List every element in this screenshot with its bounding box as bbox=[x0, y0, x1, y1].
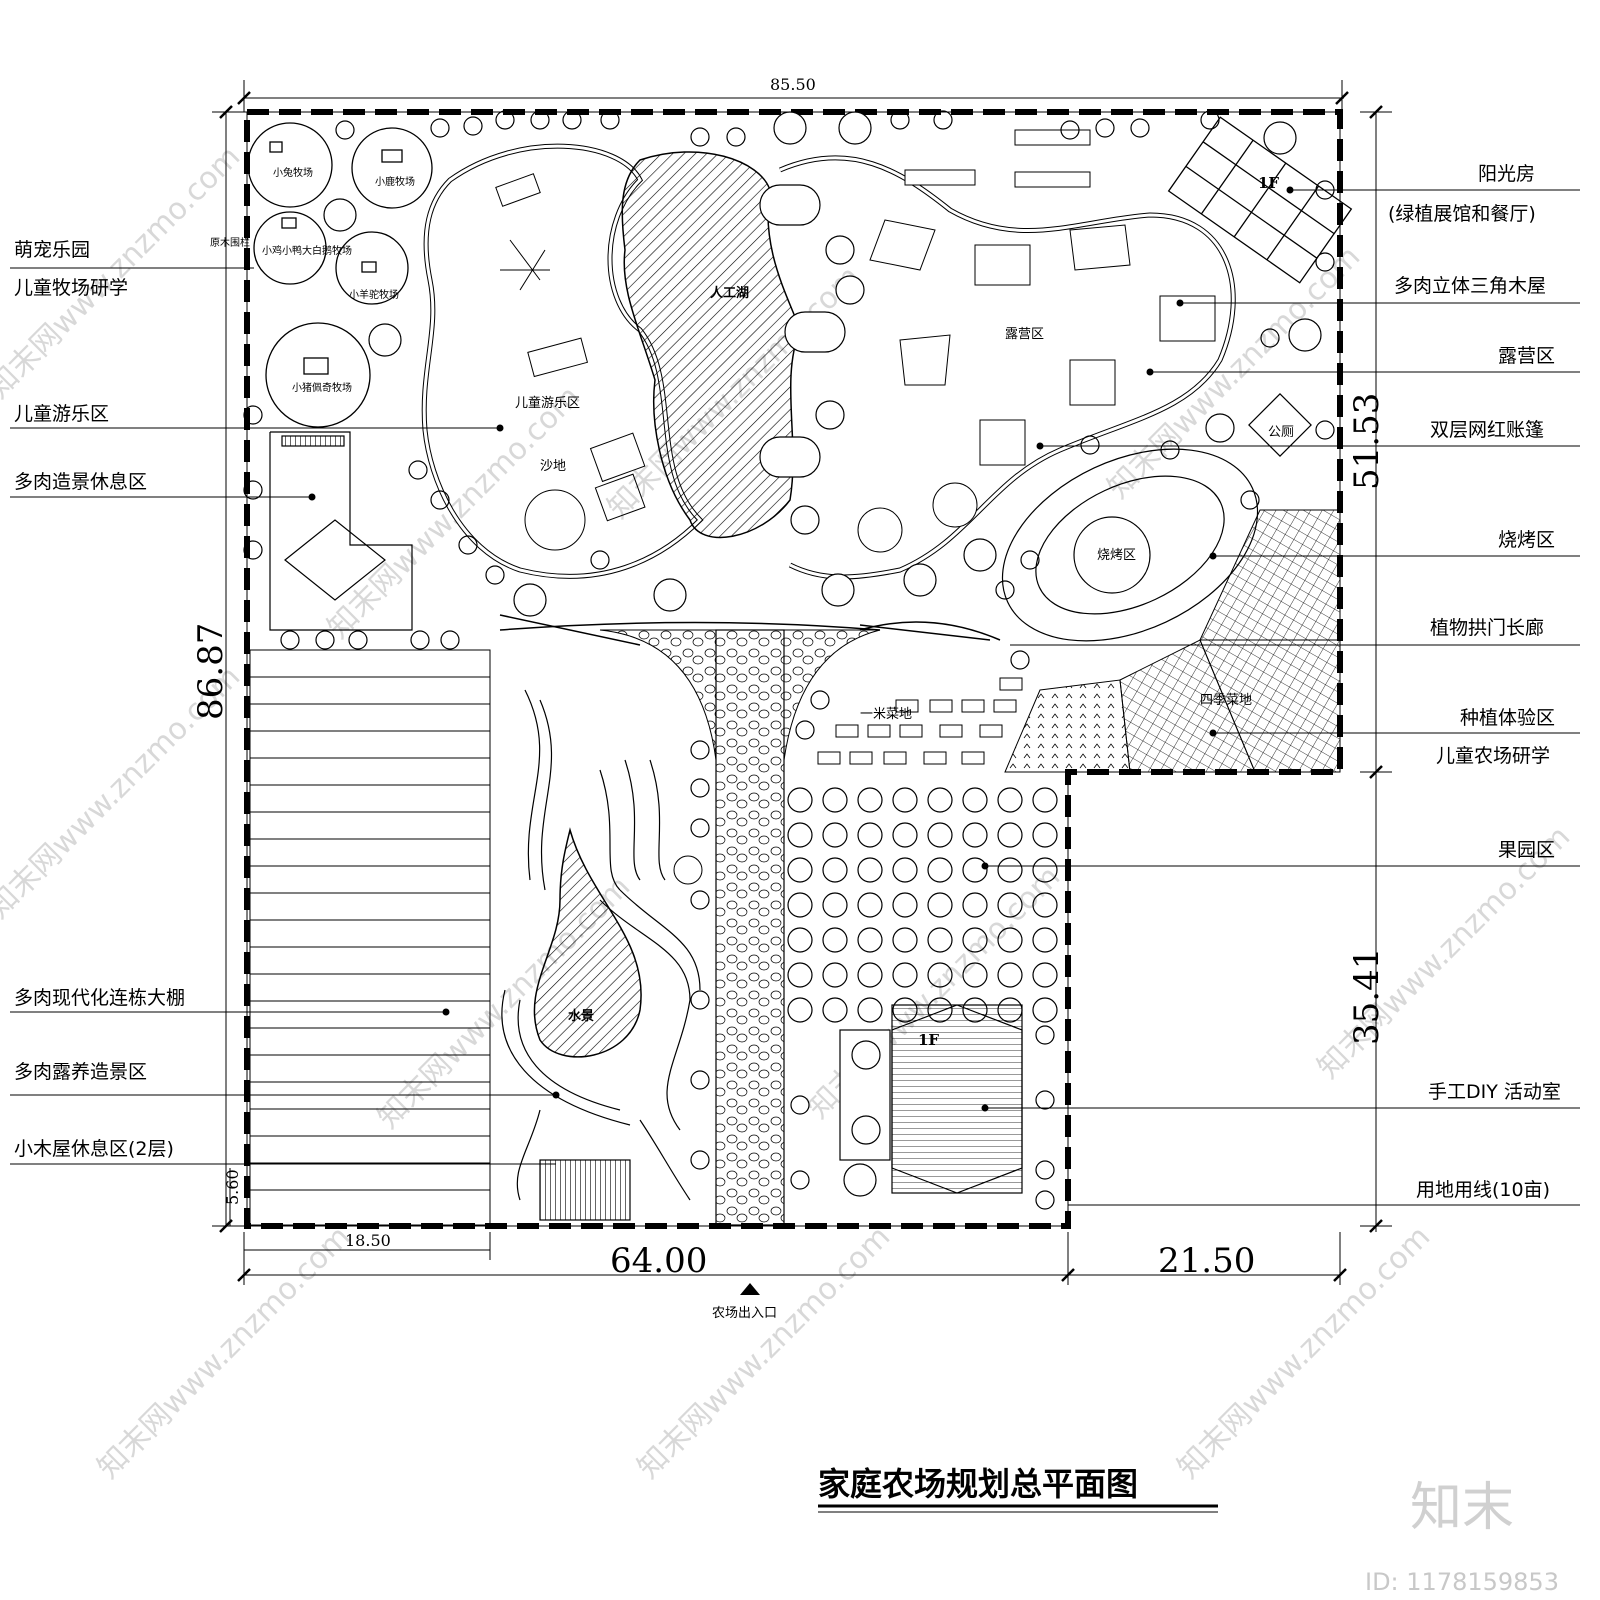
diy-activity-room bbox=[839, 1004, 1023, 1194]
plant-arch-corridor bbox=[499, 614, 1001, 646]
callout-diy: 手工DIY 活动室 bbox=[1428, 1081, 1561, 1103]
label-water-feature: 水景 bbox=[568, 1008, 594, 1024]
label-pig-pasture: 小猪佩奇牧场 bbox=[292, 381, 352, 394]
left-leader-dots bbox=[308, 424, 560, 1099]
callout-double-tent: 双层网红账篷 bbox=[1430, 419, 1544, 441]
dimension-lines bbox=[212, 80, 1392, 1285]
callout-bbq: 烧烤区 bbox=[1498, 529, 1555, 551]
label-fence: 原木围栏 bbox=[210, 236, 250, 249]
right-leader-lines bbox=[985, 189, 1580, 1206]
pasture-rabbit bbox=[247, 122, 333, 208]
callout-pet-park-1: 萌宠乐园 bbox=[14, 239, 90, 261]
pasture-deer bbox=[351, 127, 433, 209]
entrance-arrow-icon bbox=[740, 1283, 760, 1295]
play-equipment bbox=[495, 173, 646, 551]
callout-planting-2: 儿童农场研学 bbox=[1436, 745, 1550, 767]
pasture-chick bbox=[253, 211, 327, 285]
callout-succulent-rest: 多肉造景休息区 bbox=[14, 471, 147, 493]
label-chick-pasture: 小鸡小鸭大白鹅牧场 bbox=[262, 244, 352, 257]
label-sand: 沙地 bbox=[540, 459, 566, 474]
trees bbox=[243, 110, 1335, 1210]
label-camp-area: 露营区 bbox=[1005, 327, 1044, 342]
greenhouse-rows bbox=[249, 649, 491, 1226]
callout-cabin-rest: 小木屋休息区(2层) bbox=[14, 1138, 174, 1160]
label-alpaca-pasture: 小羊驼牧场 bbox=[349, 288, 399, 301]
pasture-alpaca bbox=[335, 231, 409, 305]
dim-left-height: 86.87 bbox=[191, 623, 231, 720]
label-diy-floor: 1F bbox=[918, 1031, 939, 1049]
pasture-pig bbox=[265, 322, 371, 428]
succulent-rest-building bbox=[269, 431, 413, 631]
watermark-text: 知末网www.znzmo.com bbox=[91, 1219, 357, 1485]
label-bbq-area: 烧烤区 bbox=[1097, 548, 1136, 563]
curved-beds bbox=[501, 689, 701, 1201]
callout-triangle-cabin: 多肉立体三角木屋 bbox=[1394, 275, 1546, 297]
callout-kids-play: 儿童游乐区 bbox=[14, 403, 109, 425]
callout-sunroom-1: 阳光房 bbox=[1478, 163, 1535, 185]
one-meter-garden bbox=[817, 677, 1023, 765]
dim-bottom-left: 18.50 bbox=[345, 1231, 391, 1250]
callout-sunroom-2: (绿植展馆和餐厅) bbox=[1388, 203, 1536, 225]
dim-small-left: 5.60 bbox=[223, 1169, 242, 1205]
right-leader-dots bbox=[981, 186, 1294, 1112]
lake-cabins bbox=[759, 184, 846, 478]
label-lake: 人工湖 bbox=[710, 285, 749, 301]
label-deer-pasture: 小鹿牧场 bbox=[375, 175, 415, 188]
left-leader-lines bbox=[10, 267, 556, 1165]
drawing-title: 家庭农场规划总平面图 bbox=[818, 1465, 1138, 1503]
dim-bottom-right: 21.50 bbox=[1158, 1241, 1255, 1281]
pet-park bbox=[247, 122, 433, 428]
callout-greenhouse: 多肉现代化连栋大棚 bbox=[14, 987, 185, 1009]
callout-orchard: 果园区 bbox=[1498, 839, 1555, 861]
dim-bottom-main: 64.00 bbox=[610, 1241, 707, 1281]
orchard bbox=[787, 787, 1058, 1023]
callout-succulent-outdoor: 多肉露养造景区 bbox=[14, 1061, 147, 1083]
camping-path bbox=[779, 155, 1236, 580]
label-one-meter-garden: 一米菜地 bbox=[860, 707, 912, 722]
callout-arch-corridor: 植物拱门长廊 bbox=[1430, 617, 1544, 639]
camping-tents bbox=[857, 129, 1216, 553]
watermark-id: ID: 1178159853 bbox=[1365, 1568, 1559, 1596]
entrance-label: 农场出入口 bbox=[712, 1306, 777, 1321]
callout-boundary: 用地用线(10亩) bbox=[1416, 1179, 1550, 1201]
watermark-text: 知末网www.znzmo.com bbox=[0, 139, 247, 405]
callout-camping: 露营区 bbox=[1498, 345, 1555, 367]
watermark-logo: 知末 bbox=[1410, 1478, 1514, 1538]
callout-pet-park-2: 儿童牧场研学 bbox=[14, 277, 128, 299]
seasonal-garden bbox=[1004, 509, 1341, 773]
toilet bbox=[1248, 393, 1312, 457]
label-kids-area: 儿童游乐区 bbox=[515, 395, 580, 411]
callout-planting-1: 种植体验区 bbox=[1460, 707, 1555, 729]
label-sunroom-floor: 1F bbox=[1258, 174, 1279, 192]
cabin-two-storey bbox=[539, 1159, 631, 1221]
label-rabbit-pasture: 小兔牧场 bbox=[273, 166, 313, 179]
label-seasonal-garden: 四季菜地 bbox=[1200, 693, 1252, 708]
water-feature bbox=[533, 827, 642, 1058]
dim-right-upper: 51.53 bbox=[1347, 393, 1387, 490]
dim-right-lower: 35.41 bbox=[1347, 948, 1387, 1045]
dim-top-width: 85.50 bbox=[770, 75, 816, 94]
stone-path bbox=[715, 629, 785, 1226]
dimension-ticks bbox=[219, 91, 1383, 1282]
sunroom bbox=[1167, 116, 1353, 284]
bbq-ring bbox=[1001, 448, 1259, 642]
label-toilet: 公厕 bbox=[1268, 425, 1294, 440]
